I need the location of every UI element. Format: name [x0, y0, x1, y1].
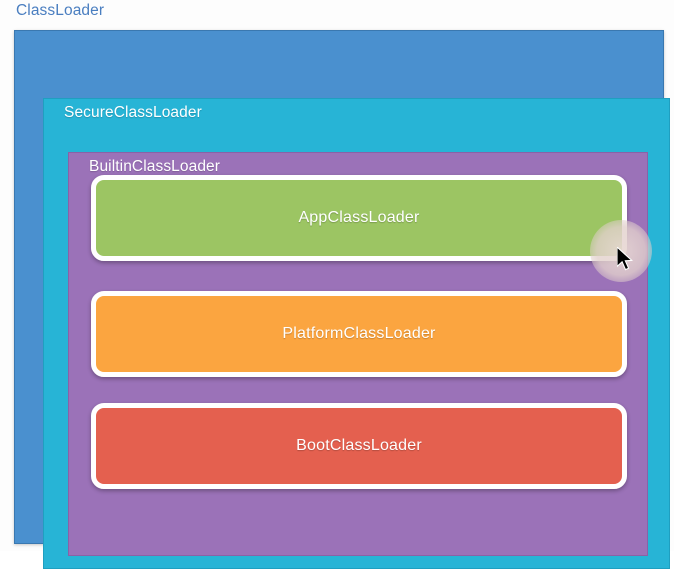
container-secureclassloader: SecureClassLoader BuiltinClassLoader App…: [43, 98, 670, 569]
node-bootclassloader[interactable]: BootClassLoader: [91, 403, 627, 489]
builtinclassloader-label: BuiltinClassLoader: [89, 158, 221, 175]
node-platformclassloader[interactable]: PlatformClassLoader: [91, 291, 627, 377]
container-classloader: SecureClassLoader BuiltinClassLoader App…: [14, 30, 670, 569]
node-appclassloader[interactable]: AppClassLoader: [91, 175, 627, 261]
container-builtinclassloader: BuiltinClassLoader AppClassLoader Platfo…: [68, 152, 648, 556]
secureclassloader-label: SecureClassLoader: [64, 104, 202, 121]
classloader-root-label: ClassLoader: [16, 2, 105, 19]
diagram-canvas: ClassLoader SecureClassLoader BuiltinCla…: [14, 2, 670, 569]
bootclassloader-label: BootClassLoader: [296, 437, 422, 454]
platformclassloader-label: PlatformClassLoader: [282, 325, 436, 342]
appclassloader-label: AppClassLoader: [298, 209, 420, 226]
